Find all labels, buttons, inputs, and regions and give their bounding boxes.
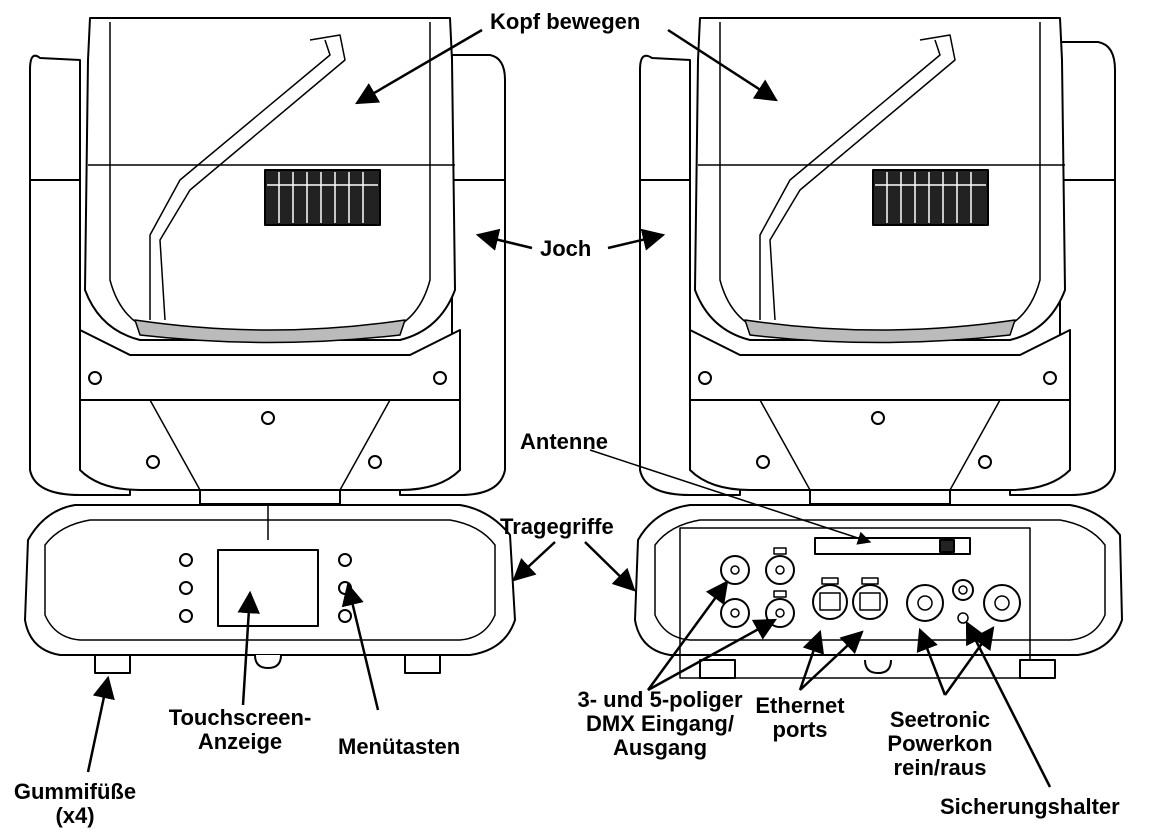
- head-vent-grille: [872, 169, 989, 226]
- label-sicherungshalter: Sicherungshalter: [940, 794, 1120, 819]
- label-kopf-bewegen: Kopf bewegen: [490, 9, 641, 34]
- menu-button[interactable]: [179, 553, 193, 567]
- label-ethernet-line1: Ethernet: [755, 693, 845, 718]
- ethernet-ports[interactable]: [812, 577, 888, 620]
- label-ethernet: Ethernet ports: [740, 694, 860, 742]
- label-gummifusse: Gummifüße (x4): [0, 780, 150, 828]
- menu-button[interactable]: [179, 581, 193, 595]
- antenna: [814, 537, 971, 555]
- label-dmx: 3- und 5-poliger DMX Eingang/ Ausgang: [560, 688, 760, 760]
- menu-button[interactable]: [338, 609, 352, 623]
- label-tragegriffe: Tragegriffe: [500, 514, 614, 539]
- touchscreen-display[interactable]: [217, 549, 319, 627]
- label-dmx-line2: DMX Eingang/: [586, 711, 734, 736]
- label-ethernet-line2: ports: [772, 717, 828, 742]
- rubber-foot: [94, 654, 131, 674]
- label-powerkon-line3: rein/raus: [893, 755, 987, 780]
- fuse-holder[interactable]: [952, 579, 974, 624]
- label-powerkon-line1: Seetronic: [889, 707, 991, 732]
- label-joch: Joch: [540, 236, 592, 261]
- rubber-foot: [1019, 659, 1056, 679]
- label-powerkon: Seetronic Powerkon rein/raus: [870, 708, 1010, 780]
- fixture-rear-view: [634, 17, 1123, 679]
- label-gummifusse-line1: Gummifüße: [13, 779, 137, 804]
- head-vent-grille: [264, 169, 381, 226]
- menu-button[interactable]: [179, 609, 193, 623]
- fixture-front-view: [24, 17, 516, 674]
- label-dmx-line3: Ausgang: [612, 735, 708, 760]
- dmx-connectors[interactable]: [720, 547, 795, 628]
- label-dmx-line1: 3- und 5-poliger: [577, 687, 743, 712]
- label-menutasten: Menütasten: [338, 734, 461, 759]
- label-powerkon-line2: Powerkon: [887, 731, 993, 756]
- label-antenne: Antenne: [520, 429, 608, 454]
- powerkon-connectors[interactable]: [906, 584, 1021, 622]
- yoke-left-arm: [29, 54, 131, 496]
- label-gummifusse-line2: (x4): [55, 803, 95, 828]
- label-touchscreen-line2: Anzeige: [197, 729, 283, 754]
- menu-button[interactable]: [338, 553, 352, 567]
- label-touchscreen: Touchscreen- Anzeige: [150, 706, 330, 754]
- callout-arrows: [86, 28, 1052, 788]
- rubber-foot: [699, 659, 736, 679]
- label-touchscreen-line1: Touchscreen-: [168, 705, 312, 730]
- yoke-left-arm: [639, 54, 741, 496]
- rubber-foot: [404, 654, 441, 674]
